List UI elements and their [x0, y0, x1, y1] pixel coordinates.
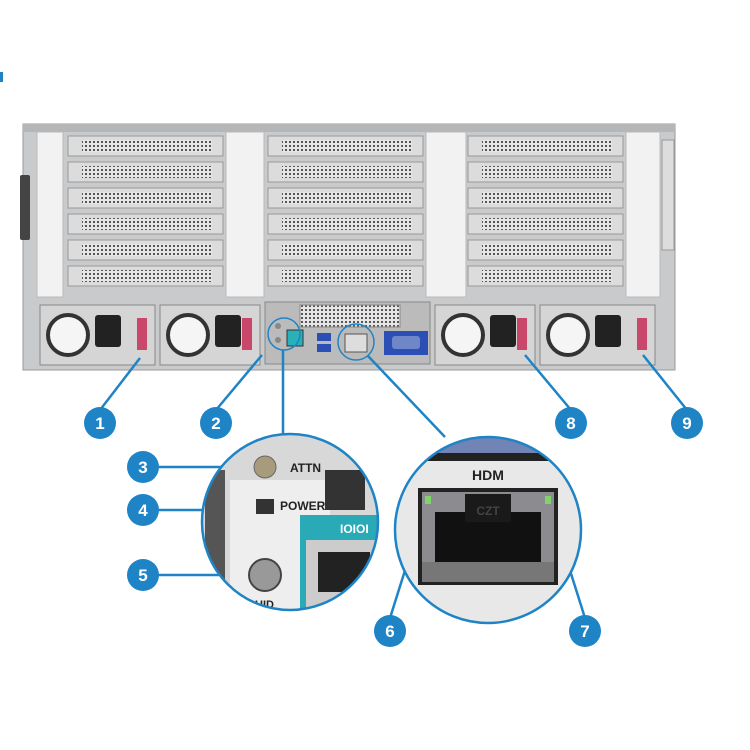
mgmt-port-label: IOIOI: [340, 522, 369, 536]
hdm-port[interactable]: [344, 333, 368, 353]
rack-handle-right: [661, 139, 675, 251]
attn-screw-icon: [253, 455, 277, 479]
callout-badge-5: 5: [127, 559, 159, 591]
io-panel: [264, 301, 431, 365]
callout-circle: [374, 615, 406, 647]
callout-circle: [127, 559, 159, 591]
callout-number: 2: [211, 414, 220, 433]
callout-number: 4: [138, 501, 148, 520]
callout-badge-2: 2: [200, 407, 232, 439]
link-led: [425, 496, 431, 504]
callout-number: 5: [138, 566, 147, 585]
server-chassis: [20, 123, 676, 371]
attn-label: ATTN: [290, 461, 321, 475]
power-supply: [539, 304, 656, 366]
callout-number: 3: [138, 458, 147, 477]
callout-circle: [127, 451, 159, 483]
power-supply: [159, 304, 261, 366]
callout-badge-4: 4: [127, 494, 159, 526]
activity-led: [545, 496, 551, 504]
power-led: [256, 499, 274, 514]
zoom-left-panel: ATTN POWER UID IOIOI: [200, 432, 380, 612]
callout-number: 1: [95, 414, 104, 433]
leader-lines: [99, 350, 688, 619]
callout-circle: [555, 407, 587, 439]
callout-number: 7: [580, 622, 589, 641]
callout-number: 8: [566, 414, 575, 433]
usb-port[interactable]: [317, 344, 331, 352]
power-supply: [434, 304, 536, 366]
callout-number: 9: [682, 414, 691, 433]
edge-mark: [0, 72, 3, 82]
low-profile-slot: [299, 304, 401, 328]
callout-circle: [569, 615, 601, 647]
rack-handle-left: [20, 175, 30, 240]
usb-port[interactable]: [317, 333, 331, 341]
hdm-label: HDM: [472, 467, 504, 483]
highlight-ring-right: [337, 323, 375, 361]
callout-circle: [671, 407, 703, 439]
uid-button[interactable]: [248, 558, 282, 592]
callout-badge-1: 1: [84, 407, 116, 439]
callout-badge-8: 8: [555, 407, 587, 439]
uid-label: UID: [255, 599, 274, 611]
callout-badge-6: 6: [374, 615, 406, 647]
callout-badge-7: 7: [569, 615, 601, 647]
callout-circle: [84, 407, 116, 439]
power-label: POWER: [280, 499, 326, 513]
power-supply: [39, 304, 156, 366]
jack-text: CZT: [476, 504, 500, 518]
callout-circle: [200, 407, 232, 439]
callout-circle: [127, 494, 159, 526]
callout-number: 6: [385, 622, 394, 641]
callout-badge-9: 9: [671, 407, 703, 439]
zoom-right-panel: CZT HDM: [393, 435, 583, 625]
callout-badge-3: 3: [127, 451, 159, 483]
